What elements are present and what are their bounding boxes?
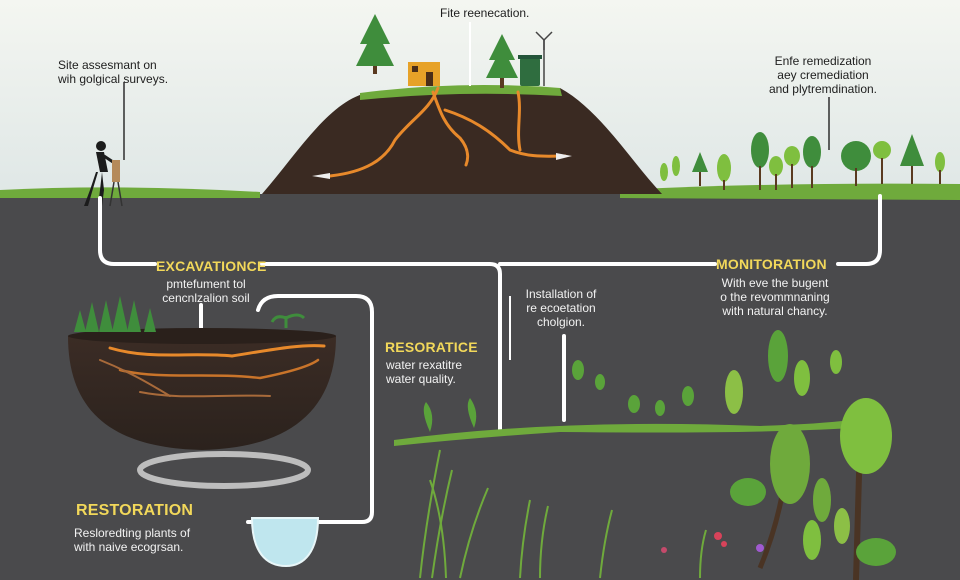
text-resoratice-line-2: water quality. — [386, 372, 486, 386]
text-installation-line-1: Installation of — [506, 287, 616, 301]
heading-restoration: RESTORATION — [76, 502, 193, 520]
label-site-assessment-line-1: Site assesmant on — [58, 58, 198, 72]
text-excavation-line-2: cencnlzalion soil — [146, 291, 266, 305]
house-icon — [408, 62, 440, 86]
text-monitoration: With eve the bugent o the revommnaning w… — [700, 276, 850, 318]
text-installation-line-2: re ecoetation — [506, 301, 616, 315]
text-installation: Installation of re ecoetation cholgion. — [506, 287, 616, 329]
text-installation-line-3: cholgion. — [506, 315, 616, 329]
label-top-center: Fite reenecation. — [440, 6, 529, 20]
text-restoration-line-1: Resloredting plants of — [74, 526, 214, 540]
text-resoratice: water rexatitre water quality. — [386, 358, 486, 386]
heading-resoratice: RESORATICE — [385, 339, 478, 355]
text-excavation-line-1: pmtefument tol — [146, 277, 266, 291]
text-excavation: pmtefument tol cencnlzalion soil — [146, 277, 266, 305]
heading-monitoration: MONITORATION — [716, 256, 827, 272]
label-remediation-line-2: aey cremediation — [750, 68, 896, 82]
waste-bin-icon — [518, 55, 542, 86]
text-monitoration-line-1: With eve the bugent — [700, 276, 850, 290]
text-resoratice-line-1: water rexatitre — [386, 358, 486, 372]
label-remediation: Enfe remedization aey cremediation and p… — [750, 54, 896, 96]
text-monitoration-line-3: with natural chancy. — [700, 304, 850, 318]
label-site-assessment: Site assesmant on wih golgical surveys. — [58, 58, 198, 86]
label-remediation-line-3: and plytremdination. — [750, 82, 896, 96]
label-remediation-line-1: Enfe remedization — [750, 54, 896, 68]
text-monitoration-line-2: o the revommnaning — [700, 290, 850, 304]
text-restoration-line-2: with naive ecogrsan. — [74, 540, 214, 554]
text-restoration: Resloredting plants of with naive ecogrs… — [74, 526, 214, 554]
label-site-assessment-line-2: wih golgical surveys. — [58, 72, 198, 86]
heading-excavation: EXCAVATIONCE — [156, 258, 267, 274]
